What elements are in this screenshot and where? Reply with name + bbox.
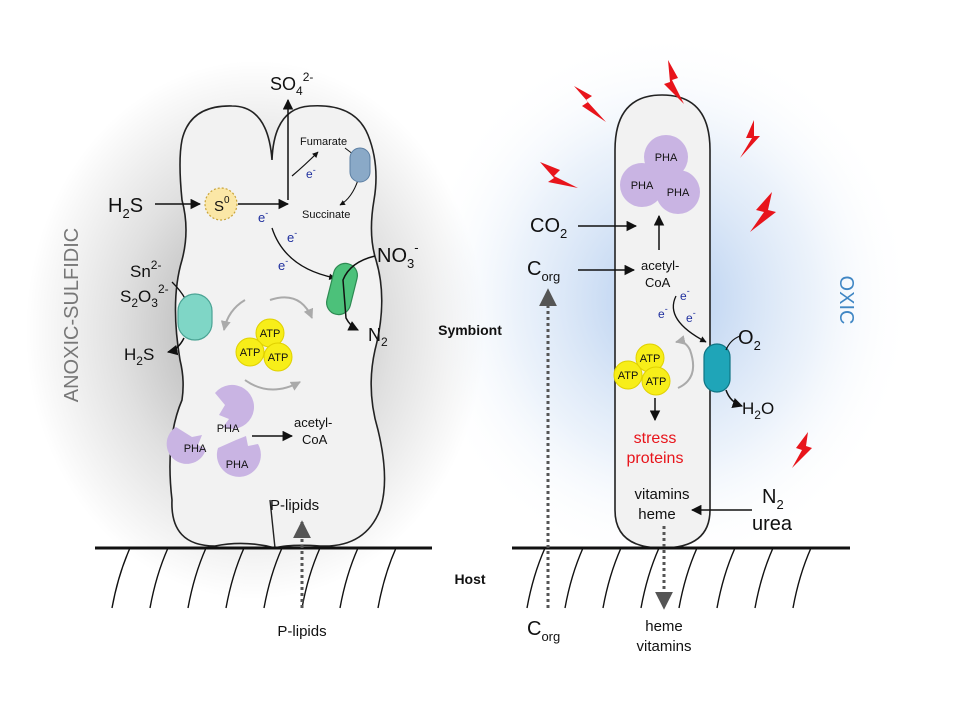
pha-label: PHA (631, 180, 654, 192)
atp-cycle-arrow-right (675, 335, 694, 389)
pha-granules-degraded (166, 384, 261, 477)
pha-granule (620, 163, 664, 207)
urea-label: urea (752, 513, 793, 535)
atp-label: ATP (618, 370, 639, 382)
right-host-hatching (526, 547, 812, 609)
fumarate-reductase (349, 147, 371, 183)
n2-right-label: N2 (762, 486, 784, 512)
anoxic-label: ANOXIC-SULFIDIC (61, 228, 83, 402)
lightning-icon (792, 432, 812, 468)
atp-cycle-arrow-3 (244, 379, 301, 391)
stress-label: stress (634, 430, 677, 447)
so4-label: SO42- (270, 70, 313, 98)
plipids-inside-label: P-lipids (270, 497, 319, 514)
vitamins-host-label: vitamins (636, 638, 691, 655)
o2-label: O2 (738, 327, 761, 353)
left-cell-division-line (269, 499, 276, 549)
heme-host-label: heme (645, 618, 683, 635)
oxic-label: OXIC (835, 276, 857, 325)
coa-label-left: CoA (302, 432, 328, 447)
reductase-to-succinate-arrow (339, 179, 359, 206)
proteins-label: proteins (627, 450, 684, 467)
sulfur-globule (204, 187, 238, 221)
lightning-icon (750, 192, 776, 232)
pha-label: PHA (184, 443, 207, 455)
atp-label: ATP (640, 353, 661, 365)
pha-label: PHA (667, 187, 690, 199)
plipids-host-label: P-lipids (277, 623, 326, 640)
pha-label: PHA (655, 152, 678, 164)
no3-label: NO3- (377, 240, 419, 271)
lightning-icon (664, 60, 684, 104)
thiosulfate-label: S2O32- (120, 282, 169, 310)
electron-to-fumarate-arrow (291, 151, 319, 177)
nitrate-reductase (326, 262, 358, 316)
host-label: Host (454, 571, 485, 587)
h2o-label: H2O (742, 399, 774, 422)
atp-cycle-arrow-1 (220, 299, 246, 331)
atp-label: ATP (240, 347, 261, 359)
n2-left-label: N2 (368, 325, 388, 349)
atp-label: ATP (646, 376, 667, 388)
pha-label: PHA (226, 459, 249, 471)
left-host-hatching (111, 547, 397, 609)
pha-label: PHA (217, 423, 240, 435)
acetyl-label-right: acetyl- (641, 258, 679, 273)
pha-granule (656, 170, 700, 214)
electron-label: e- (680, 286, 690, 303)
atp-cycle-arrow-2 (269, 296, 314, 319)
atp-molecule (613, 360, 643, 390)
acetyl-label-left: acetyl- (294, 415, 332, 430)
o2-in-line (725, 335, 741, 351)
h2s-input-label: H2S (108, 195, 143, 221)
electron-label-3: e- (278, 256, 288, 273)
atp-molecule (263, 342, 293, 372)
lightning-icon (740, 120, 760, 158)
tin-label: Sn2- (130, 258, 161, 281)
lightning-icon (540, 162, 578, 188)
heme-inside-label: heme (638, 506, 676, 523)
left-teal-transporter (177, 293, 213, 341)
coa-label-right: CoA (645, 275, 671, 290)
terminal-oxidase (703, 343, 731, 393)
s0-label: S0 (214, 195, 230, 215)
vitamins-inside-label: vitamins (634, 486, 689, 503)
atp-label: ATP (268, 352, 289, 364)
electron-label-fumarate: e- (306, 165, 316, 181)
electron-label-1: e- (258, 208, 268, 225)
h2s-output-label: H2S (124, 345, 154, 368)
no3-to-n2-arrow (342, 255, 376, 331)
h2s-out-arrow (166, 337, 185, 356)
corg-host-label: Corg (527, 618, 560, 644)
electron-label: e- (686, 308, 696, 325)
electron-label: e- (658, 304, 668, 321)
h2o-out-arrow (725, 389, 743, 408)
lightning-icons (540, 60, 812, 468)
atp-molecule (641, 366, 671, 396)
succinate-label: Succinate (302, 209, 350, 221)
co2-label: CO2 (530, 215, 567, 241)
symbiont-label: Symbiont (438, 322, 502, 338)
lightning-icon (574, 86, 606, 122)
electron-flow-arrow (271, 227, 336, 281)
corg-label: Corg (527, 258, 560, 284)
atp-label: ATP (260, 328, 281, 340)
fumarate-label: Fumarate (300, 136, 347, 148)
electron-to-oxidase-arrow (672, 295, 707, 343)
electron-label-2: e- (287, 228, 297, 245)
atp-molecule (235, 337, 265, 367)
